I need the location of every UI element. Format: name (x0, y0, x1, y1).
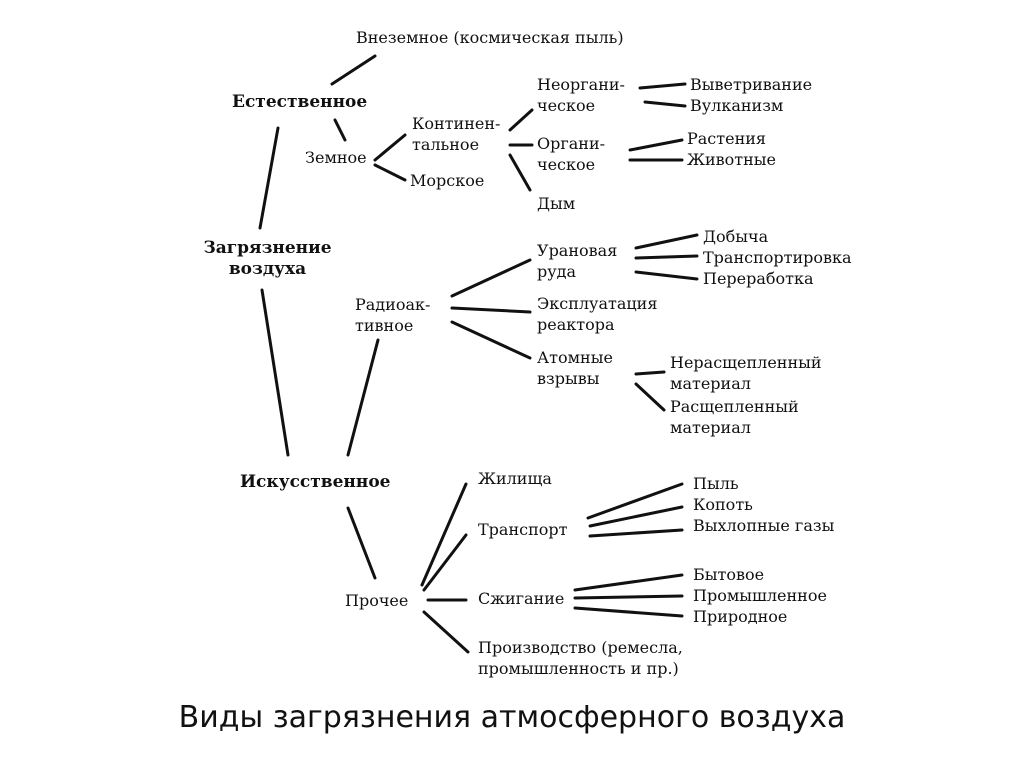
node-marine: Морское (410, 171, 485, 190)
edge-other-transport (422, 533, 468, 592)
node-continental: Континен- тальное (412, 113, 500, 155)
node-production-line1: Производство (ремесла, (478, 638, 683, 657)
node-production-line2: промышленность и пр.) (478, 659, 679, 678)
node-organic-line2: ческое (537, 155, 596, 174)
node-dwellings: Жилища (478, 469, 552, 488)
edge-transport-exhaust (588, 528, 684, 538)
edge-transport-soot (588, 505, 684, 528)
node-inorganic: Неоргани- ческое (537, 74, 625, 116)
node-root-line1: Загрязнение (203, 238, 332, 258)
node-mining: Добыча (703, 227, 769, 246)
edge-radioactive-explosions (450, 320, 532, 360)
node-natural-burning: Природное (693, 607, 788, 626)
node-exhaust: Выхлопные газы (693, 516, 835, 535)
node-natural: Естественное (232, 92, 368, 112)
edge-radioactive-uranium (450, 258, 532, 298)
edge-burning-industrial (573, 594, 684, 600)
node-transport: Транспорт (478, 520, 568, 539)
node-household: Бытовое (693, 565, 765, 584)
node-processing: Переработка (703, 269, 814, 288)
node-transportation: Транспортировка (703, 248, 852, 267)
node-reactor: Эксплуатация реактора (537, 293, 657, 335)
node-dust: Пыль (693, 474, 739, 493)
edge-uranium-processing (634, 270, 699, 281)
edge-artificial-other (346, 506, 377, 580)
edge-root-natural (258, 126, 280, 230)
node-other: Прочее (345, 591, 409, 610)
node-artificial: Искусственное (240, 472, 391, 492)
diagram-caption: Виды загрязнения атмосферного воздуха (178, 700, 846, 735)
node-uranium-ore-line2: руда (537, 262, 577, 281)
edge-transport-dust (586, 482, 684, 520)
node-terrestrial: Земное (305, 148, 367, 167)
edge-burning-household (573, 573, 684, 592)
node-split-line1: Расщепленный (670, 397, 799, 416)
edge-uranium-transportation (634, 254, 699, 260)
node-organic-line1: Органи- (537, 134, 606, 153)
node-reactor-line1: Эксплуатация (537, 294, 658, 313)
edge-continental-smoke (508, 153, 532, 192)
edge-radioactive-reactor (450, 306, 532, 314)
node-burning: Сжигание (478, 589, 565, 608)
edge-natural-extraterrestrial (330, 54, 377, 86)
node-root-line2: воздуха (228, 259, 307, 279)
edge-terrestrial-marine (373, 163, 407, 182)
node-smoke: Дым (537, 194, 576, 213)
node-split-line2: материал (670, 418, 751, 437)
edge-explosions-split (634, 382, 666, 412)
node-continental-line1: Континен- (412, 114, 501, 133)
node-industrial: Промышленное (693, 586, 827, 605)
edge-radioactive-artificial (346, 338, 380, 457)
edge-uranium-mining (634, 233, 699, 250)
edge-organic-plants (628, 138, 684, 152)
node-radioactive: Радиоак- тивное (355, 294, 430, 336)
node-radioactive-line2: тивное (355, 316, 414, 335)
node-radioactive-line1: Радиоак- (355, 295, 431, 314)
node-uranium-ore: Урановая руда (537, 240, 617, 282)
node-animals: Животные (687, 150, 776, 169)
node-uranium-ore-line1: Урановая (537, 241, 618, 260)
node-split: Расщепленный материал (670, 396, 799, 438)
node-unsplit: Нерасщепленный материал (670, 352, 822, 394)
node-volcanism: Вулканизм (690, 96, 784, 115)
edge-continental-inorganic (508, 108, 534, 132)
node-inorganic-line2: ческое (537, 96, 596, 115)
edge-terrestrial-continental (373, 133, 407, 162)
node-root: Загрязнение воздуха (200, 238, 335, 280)
edge-inorganic-weathering (638, 82, 687, 90)
node-extraterrestrial: Внеземное (космическая пыль) (356, 28, 624, 47)
node-continental-line2: тальное (412, 135, 480, 154)
node-inorganic-line1: Неоргани- (537, 75, 625, 94)
edge-natural-terrestrial (333, 118, 347, 142)
edge-root-artificial (260, 288, 290, 457)
node-nuclear-explosions-line1: Атомные (537, 348, 613, 367)
node-soot: Копоть (693, 495, 753, 514)
node-unsplit-line1: Нерасщепленный (670, 353, 822, 372)
node-unsplit-line2: материал (670, 374, 751, 393)
edge-burning-natural (573, 606, 684, 618)
node-plants: Растения (687, 129, 767, 148)
edge-inorganic-volcanism (643, 100, 687, 108)
edge-explosions-unsplit (634, 370, 666, 376)
edge-other-production (422, 610, 470, 654)
node-production: Производство (ремесла, промышленность и … (478, 637, 683, 679)
node-nuclear-explosions-line2: взрывы (537, 369, 600, 388)
node-weathering: Выветривание (690, 75, 813, 94)
edge-other-dwellings (420, 482, 468, 587)
node-reactor-line2: реактора (537, 315, 615, 334)
node-nuclear-explosions: Атомные взрывы (537, 347, 613, 389)
node-organic: Органи- ческое (537, 133, 605, 175)
